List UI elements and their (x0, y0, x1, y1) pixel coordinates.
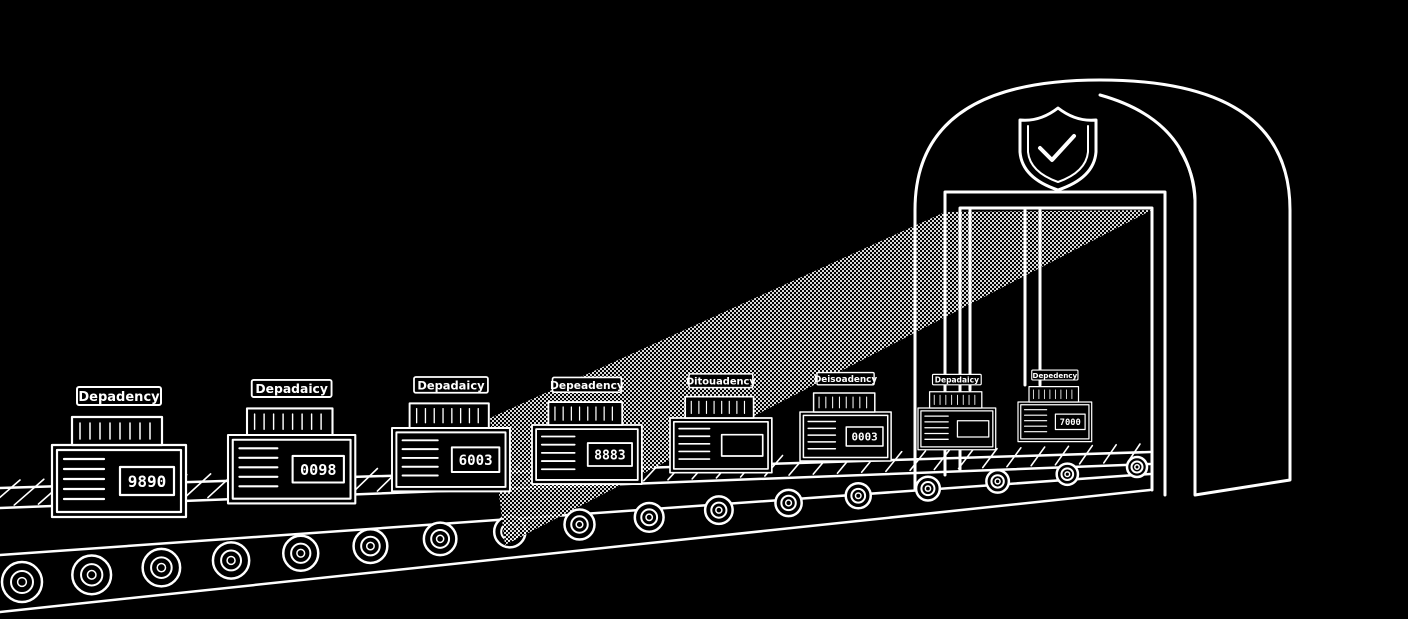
package-label: Deisoadency (814, 375, 877, 385)
package: Ditouadency (669, 373, 773, 474)
belt-slat (1006, 447, 1022, 468)
crate-panel-code: 6003 (459, 453, 493, 469)
package: 6003 Depadaicy (391, 376, 511, 493)
gate-opening-inner (958, 206, 1154, 492)
roller (1055, 462, 1080, 487)
belt-slat (13, 478, 45, 506)
crate-top (812, 392, 876, 413)
roller (914, 475, 942, 502)
belt-rollers (0, 455, 1149, 604)
crate-panel-code: 7000 (1060, 418, 1081, 428)
package-label-box (551, 376, 623, 394)
crate-panel-code: 8883 (594, 448, 626, 463)
roller (71, 554, 113, 596)
crate-inner (535, 428, 639, 481)
belt-slat (182, 473, 212, 500)
package-label: Depadaicy (935, 375, 979, 384)
package: 8883 Depeadency (531, 376, 643, 485)
crate-inner (672, 420, 769, 470)
belt-slat (933, 449, 951, 471)
crate-panel (450, 446, 501, 473)
crate-panel (291, 454, 345, 484)
roller (633, 501, 665, 533)
belt-front-bottom-edge (0, 488, 1152, 614)
belt-slat (909, 450, 927, 472)
crate-inner (55, 448, 183, 514)
crate-panel (118, 465, 176, 497)
package: Depadaicy (917, 373, 997, 451)
crate-panel-code: 0003 (851, 431, 877, 444)
gate-arch-inner (1098, 93, 1197, 202)
crate-inner (395, 431, 507, 488)
gate-opening-frame (943, 190, 1167, 497)
package-label: Depeadency (550, 379, 624, 392)
roller (563, 508, 596, 541)
crate-top (408, 402, 490, 429)
belt-slat (0, 479, 21, 499)
roller (1125, 455, 1149, 479)
roller (211, 541, 251, 580)
roller (844, 482, 872, 510)
package-label-box (76, 386, 162, 406)
package-label-box (816, 371, 875, 386)
crate-inner (802, 414, 889, 459)
belt-slat (1054, 445, 1070, 466)
package-label-box (931, 373, 982, 386)
roller (0, 560, 44, 604)
shield-check-icon (1018, 106, 1098, 192)
belt-slat (981, 447, 998, 469)
belt-slat (885, 450, 903, 473)
package: 7000 Depedency (1017, 369, 1093, 443)
packages: 9890 Depadency 0098 Depadaicy 6003 Depadaicy 8… (50, 369, 1093, 519)
crate-top (70, 415, 164, 447)
crate-panel (845, 426, 884, 447)
belt-slat (1102, 443, 1117, 464)
crate-top (547, 401, 624, 426)
crate-panel (720, 433, 764, 457)
package-label-box (688, 373, 754, 389)
crate-panel-code: 9890 (128, 472, 167, 491)
belt-slat (1078, 444, 1094, 465)
crate-panel (586, 442, 633, 467)
roller (703, 495, 734, 526)
package-label-box (413, 376, 489, 394)
belt-slat (1030, 446, 1046, 467)
crate-top (1028, 385, 1080, 403)
package-label: Ditouadency (686, 377, 756, 388)
package-label-box (1031, 369, 1079, 381)
package: 0098 Depadaicy (226, 378, 357, 505)
package: 0003 Deisoadency (799, 371, 892, 462)
package-label: Depadaicy (255, 382, 328, 396)
belt-slat (352, 467, 379, 493)
roller (141, 547, 182, 588)
package-label: Depadaicy (417, 378, 485, 392)
roller (985, 468, 1011, 494)
crate-panel-code: 0098 (300, 461, 337, 479)
crate-inner (1020, 404, 1090, 440)
crate-panel (1054, 413, 1086, 431)
package-label: Depadency (78, 390, 160, 405)
crate-inner (920, 410, 994, 448)
package-label: Depedency (1033, 371, 1078, 380)
roller (422, 521, 458, 557)
roller (282, 534, 320, 572)
crate-top (928, 391, 983, 409)
crate-inner (231, 438, 352, 500)
roller (352, 527, 389, 565)
crate-panel (956, 420, 990, 438)
crate-top (684, 395, 755, 419)
roller (774, 488, 803, 518)
crate-top (245, 407, 334, 437)
security-gate (913, 78, 1292, 497)
package: 9890 Depadency (50, 386, 188, 519)
package-label-box (250, 378, 333, 398)
